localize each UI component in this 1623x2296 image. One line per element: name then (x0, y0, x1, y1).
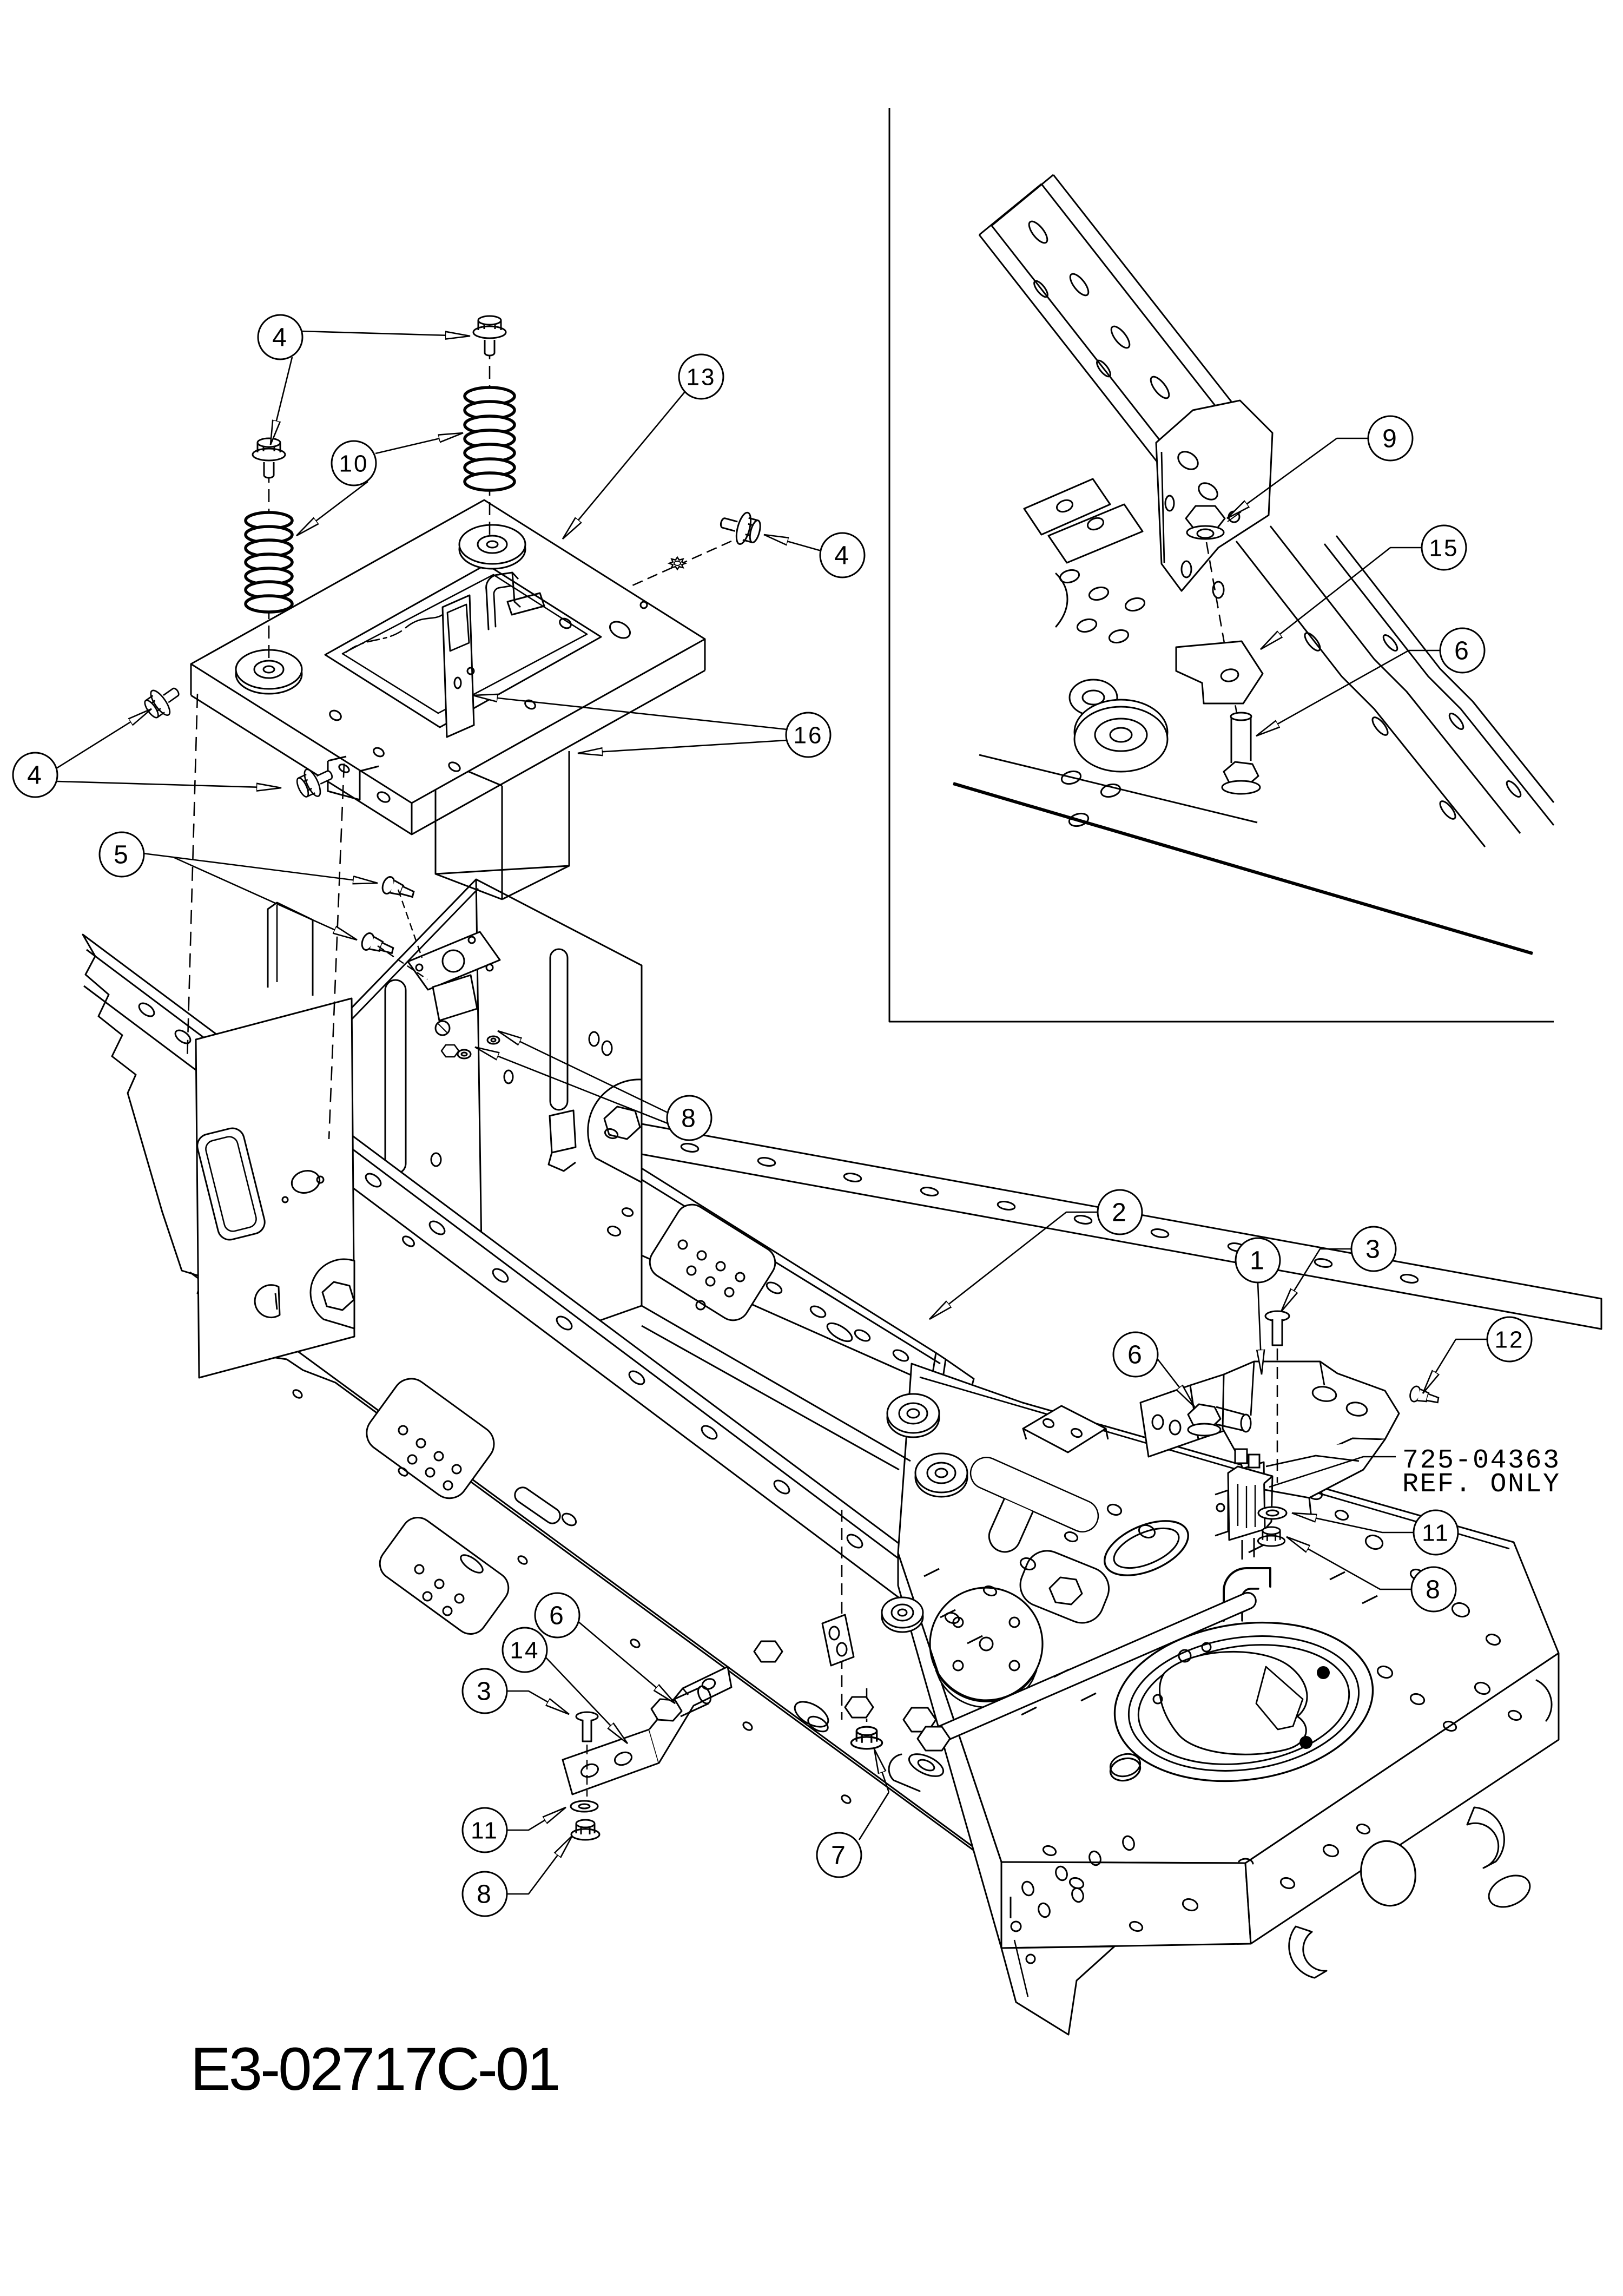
svg-text:11: 11 (1422, 1520, 1450, 1547)
svg-text:16: 16 (794, 722, 823, 749)
svg-text:12: 12 (1495, 1327, 1525, 1353)
svg-text:15: 15 (1429, 535, 1459, 562)
svg-text:6: 6 (549, 1602, 565, 1630)
svg-text:5: 5 (114, 841, 130, 870)
svg-text:REF. ONLY: REF. ONLY (1402, 1469, 1561, 1500)
svg-text:11: 11 (471, 1818, 499, 1844)
svg-text:8: 8 (681, 1104, 697, 1133)
svg-text:E3-02717C-01: E3-02717C-01 (190, 2035, 559, 2103)
svg-text:725-04363: 725-04363 (1402, 1445, 1561, 1476)
svg-text:14: 14 (510, 1637, 540, 1664)
svg-text:8: 8 (477, 1880, 493, 1909)
svg-text:13: 13 (687, 364, 716, 391)
svg-text:9: 9 (1382, 425, 1398, 453)
svg-text:6: 6 (1454, 637, 1470, 666)
svg-text:10: 10 (339, 451, 369, 477)
svg-text:8: 8 (1426, 1576, 1442, 1604)
svg-text:4: 4 (834, 542, 850, 570)
svg-text:3: 3 (477, 1677, 493, 1706)
svg-text:7: 7 (831, 1841, 847, 1870)
svg-text:4: 4 (27, 761, 43, 790)
svg-text:4: 4 (272, 324, 288, 352)
svg-text:6: 6 (1127, 1341, 1144, 1370)
svg-text:3: 3 (1365, 1235, 1382, 1264)
svg-text:1: 1 (1250, 1247, 1266, 1275)
svg-text:2: 2 (1112, 1199, 1128, 1227)
